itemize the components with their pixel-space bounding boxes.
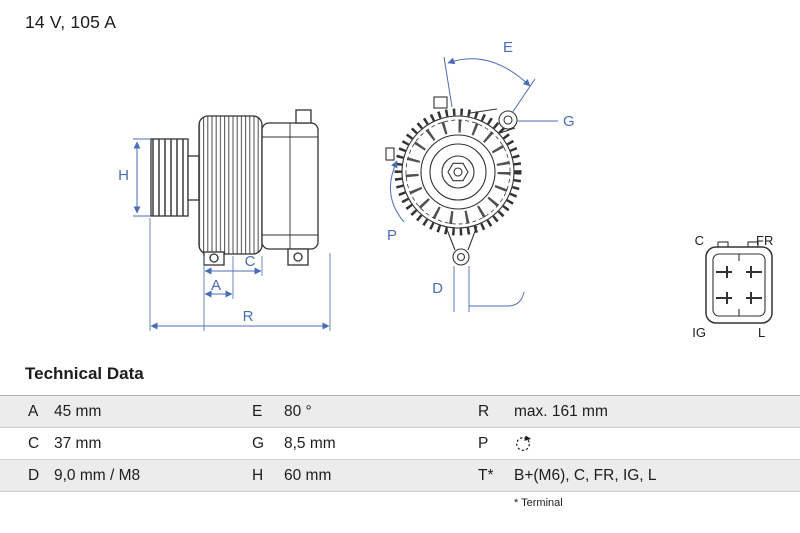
- table-row: D 9,0 mm / M8 H 60 mm T* B+(M6), C, FR, …: [0, 460, 800, 492]
- spec-key-h: H: [252, 466, 264, 484]
- spec-value-d: 9,0 mm / M8: [54, 466, 141, 484]
- spec-key-g: G: [252, 434, 265, 452]
- dim-label-a: A: [211, 277, 221, 294]
- spec-value-p: [514, 434, 800, 453]
- pin-label-l: L: [758, 325, 765, 340]
- spec-value-r: max. 161 mm: [514, 402, 608, 420]
- spec-key-d: D: [28, 466, 40, 484]
- dim-label-r: R: [243, 308, 254, 325]
- spec-value-e: 80 °: [284, 402, 312, 420]
- rotation-icon: [516, 434, 532, 451]
- technical-data-table: A 45 mm E 80 ° R max. 161 mm C 37 mm G 8…: [0, 395, 800, 492]
- voltage-amperage-spec: 14 V, 105 A: [25, 12, 117, 32]
- spec-value-t: B+(M6), C, FR, IG, L: [514, 466, 657, 484]
- connector-plug-view: [705, 241, 773, 324]
- dim-label-h: H: [118, 167, 129, 184]
- dim-label-g: G: [563, 113, 575, 130]
- dim-label-d: D: [432, 280, 443, 297]
- terminal-footnote: * Terminal: [514, 497, 563, 509]
- spec-key-e: E: [252, 402, 263, 420]
- table-row: C 37 mm G 8,5 mm P: [0, 428, 800, 460]
- spec-value-c: 37 mm: [54, 434, 102, 452]
- spec-key-t: T*: [478, 466, 494, 484]
- pin-label-ig: IG: [692, 325, 706, 340]
- spec-key-r: R: [478, 402, 490, 420]
- spec-key-p: P: [478, 434, 489, 452]
- section-title: Technical Data: [25, 364, 144, 383]
- alternator-front-view: [385, 96, 522, 266]
- pin-label-fr: FR: [756, 233, 773, 248]
- front-view-dimensions: [389, 56, 558, 312]
- side-view-dimensions: [133, 138, 331, 331]
- spec-key-a: A: [28, 402, 39, 420]
- spec-value-h: 60 mm: [284, 466, 332, 484]
- dim-label-e: E: [503, 39, 513, 56]
- dim-label-c: C: [245, 253, 256, 270]
- spec-value-a: 45 mm: [54, 402, 102, 420]
- spec-value-g: 8,5 mm: [284, 434, 336, 452]
- alternator-diagram: H A C R: [118, 39, 773, 340]
- dim-label-p: P: [387, 227, 397, 244]
- spec-key-c: C: [28, 434, 40, 452]
- pin-label-c: C: [695, 233, 704, 248]
- alternator-side-view: [150, 109, 319, 266]
- table-row: A 45 mm E 80 ° R max. 161 mm: [0, 396, 800, 428]
